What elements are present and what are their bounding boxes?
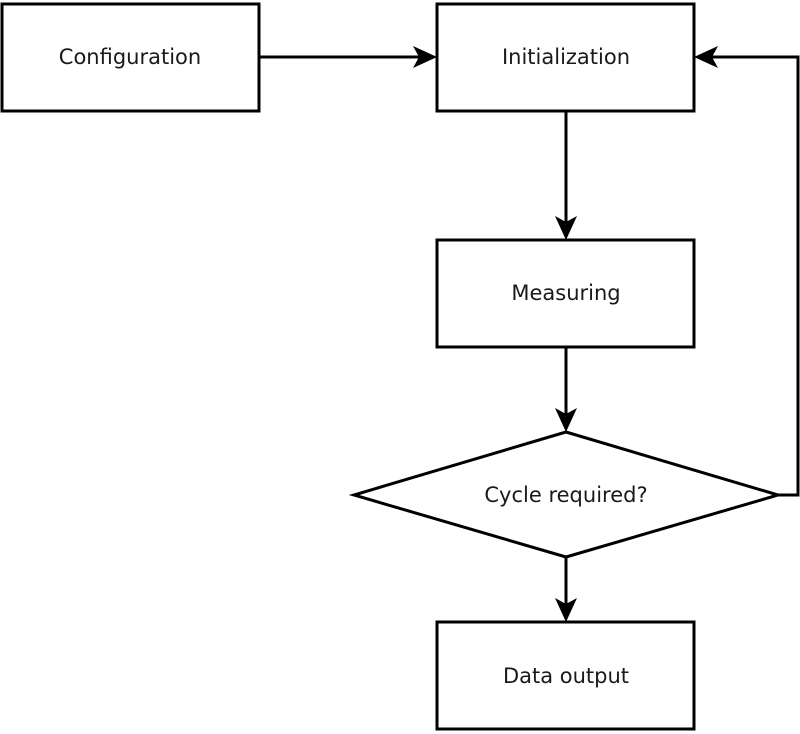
arrowhead-down-icon bbox=[555, 598, 577, 622]
node-initialization-shape[interactable] bbox=[435, 2, 696, 113]
node-data-output-shape[interactable] bbox=[435, 620, 696, 731]
node-measuring-shape[interactable] bbox=[435, 238, 696, 349]
edge-line bbox=[699, 55, 800, 497]
edge-measuring-to-cycle-required bbox=[555, 347, 577, 432]
arrowhead-left-icon bbox=[694, 46, 718, 68]
arrowhead-down-icon bbox=[555, 216, 577, 240]
node-measuring-label: Measuring bbox=[511, 281, 620, 305]
node-configuration-shape[interactable] bbox=[0, 2, 261, 113]
node-cycle-required-shape[interactable] bbox=[348, 430, 784, 559]
arrowhead-down-icon bbox=[555, 408, 577, 432]
node-configuration-label: Configuration bbox=[59, 45, 201, 69]
node-configuration[interactable]: Configuration bbox=[0, 2, 261, 113]
edge-cycle-required-to-initialization-feedback bbox=[694, 46, 800, 497]
node-data-output[interactable]: Data output bbox=[435, 620, 696, 731]
node-cycle-required-label: Cycle required? bbox=[484, 483, 647, 507]
node-data-output-label: Data output bbox=[503, 664, 629, 688]
edge-cycle-required-to-data-output bbox=[555, 557, 577, 622]
node-initialization-label: Initialization bbox=[502, 45, 630, 69]
edges-layer bbox=[259, 46, 800, 622]
arrowhead-right-icon bbox=[413, 46, 437, 68]
node-initialization[interactable]: Initialization bbox=[435, 2, 696, 113]
node-measuring[interactable]: Measuring bbox=[435, 238, 696, 349]
edge-configuration-to-initialization bbox=[259, 46, 437, 68]
node-cycle-required[interactable]: Cycle required? bbox=[348, 430, 784, 559]
nodes-layer: Configuration Initialization Measuring C… bbox=[0, 2, 784, 731]
edge-initialization-to-measuring bbox=[555, 112, 577, 240]
